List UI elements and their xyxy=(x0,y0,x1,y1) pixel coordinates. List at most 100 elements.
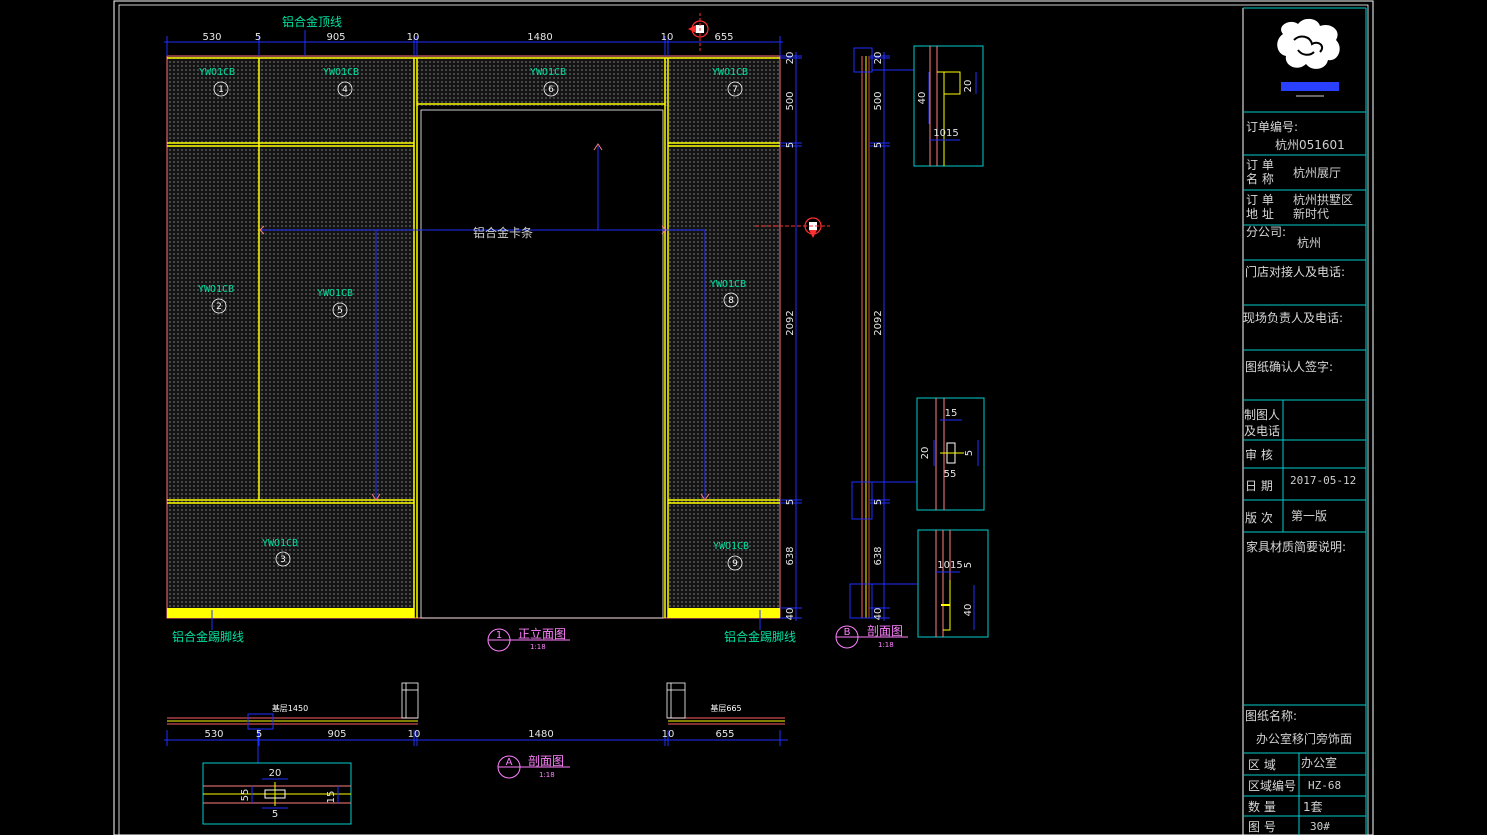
seca-dim-5: 1480 xyxy=(528,729,553,740)
quantity-label: 数 量 xyxy=(1248,800,1276,814)
drafter-label: 制图人 及电话 xyxy=(1244,408,1281,438)
panel-code-5: YWO1CB xyxy=(317,288,353,299)
section-b-scale: 1:18 xyxy=(878,641,894,649)
elev-dim-side-1: 20 xyxy=(785,52,796,65)
date-value: 2017-05-12 xyxy=(1290,474,1357,487)
company-logo xyxy=(1277,18,1340,97)
elev-dim-top-6: 10 xyxy=(661,32,674,43)
elev-dim-side-4: 2092 xyxy=(785,310,796,335)
seca-detail-dim-15: 15 xyxy=(326,791,337,804)
panel-number-6: 6 xyxy=(548,85,554,95)
secb-dim-4: 2092 xyxy=(873,310,884,335)
drawing-name-label: 图纸名称: xyxy=(1245,709,1298,723)
section-b-title: 剖面图 xyxy=(867,624,903,638)
secb-mid-dim-5: 5 xyxy=(964,450,975,456)
section-b: 20 500 5 2092 5 638 40 40 20 1015 xyxy=(835,45,989,649)
confirm-signature-label: 图纸确认人签字: xyxy=(1245,360,1334,374)
section-b-title-letter: B xyxy=(844,627,851,638)
panel-code-2: YWO1CB xyxy=(198,284,234,295)
secb-dim-2: 500 xyxy=(873,91,884,110)
drawing-name-value: 办公室移门旁饰面 xyxy=(1256,732,1353,746)
seca-dim-2: 5 xyxy=(256,729,262,740)
drawing-number-value: 30# xyxy=(1310,820,1330,833)
panel-code-9: YWO1CB xyxy=(713,541,749,552)
inner-border xyxy=(118,4,1369,835)
order-no-label: 订单编号: xyxy=(1246,120,1299,134)
elev-dim-side-5: 5 xyxy=(785,499,796,505)
elev-dim-top-4: 10 xyxy=(407,32,420,43)
clip-label: 铝合金卡条 xyxy=(473,225,533,240)
seca-dim-6: 10 xyxy=(662,729,675,740)
store-contact-label: 门店对接人及电话: xyxy=(1245,265,1346,279)
version-label: 版 次 xyxy=(1245,511,1273,525)
panel-number-7: 7 xyxy=(732,85,738,95)
section-a: 基层1450 基层665 530 5 905 10 1480 10 655 xyxy=(164,682,788,825)
branch-label: 分公司: xyxy=(1246,225,1287,239)
order-no-value: 杭州051601 xyxy=(1275,138,1345,152)
seca-dim-3: 905 xyxy=(327,729,346,740)
panel-code-3: YWO1CB xyxy=(262,538,298,549)
panel-code-6: YWO1CB xyxy=(530,67,566,78)
panel-code-8: YWO1CB xyxy=(710,279,746,290)
elev-dim-side-2: 500 xyxy=(785,91,796,110)
site-manager-label: 现场负责人及电话: xyxy=(1243,311,1344,325)
review-label: 审 核 xyxy=(1245,448,1273,462)
panel-code-7: YWO1CB xyxy=(712,67,748,78)
seca-dim-4: 10 xyxy=(408,729,421,740)
elev-dim-side-3: 5 xyxy=(785,142,796,148)
panel-code-4: YWO1CB xyxy=(323,67,359,78)
elev-dim-top-3: 905 xyxy=(326,32,345,43)
panel-number-5: 5 xyxy=(337,306,343,316)
secb-dim-7: 40 xyxy=(873,608,884,621)
secb-top-dim-20: 20 xyxy=(963,80,974,93)
secb-dim-1: 20 xyxy=(873,52,884,65)
secb-dim-3: 5 xyxy=(873,142,884,148)
secb-detail-mid: 15 20 5 55 xyxy=(916,397,985,511)
secb-mid-dim-55: 55 xyxy=(944,469,957,480)
secb-mid-dim-20: 20 xyxy=(920,447,931,460)
version-value: 第一版 xyxy=(1291,509,1328,523)
elev-dim-top-7: 655 xyxy=(714,32,733,43)
order-name-value: 杭州展厅 xyxy=(1293,166,1342,180)
date-label: 日 期 xyxy=(1245,479,1273,493)
order-address-label: 订 单 地 址 xyxy=(1246,193,1274,221)
drawing-number-label: 图 号 xyxy=(1248,820,1276,834)
secb-dim-6: 638 xyxy=(873,546,884,565)
elevation-scale: 1:18 xyxy=(530,643,546,651)
secb-bot-dim-40: 40 xyxy=(963,604,974,617)
front-elevation: YWO1CB YWO1CB YWO1CB YWO1CB YWO1CB YWO1C… xyxy=(164,13,830,652)
secb-dim-5: 5 xyxy=(873,499,884,505)
seca-detail-dim-20: 20 xyxy=(269,768,282,779)
secb-top-dim-1015: 1015 xyxy=(933,128,958,139)
seca-detail: 20 55 15 5 xyxy=(202,762,352,825)
elev-dim-top-1: 530 xyxy=(202,32,221,43)
outer-border xyxy=(113,0,1374,835)
section-a-title-letter: A xyxy=(506,757,513,768)
section-a-scale: 1:18 xyxy=(539,771,555,779)
panel-number-3: 3 xyxy=(280,555,286,565)
order-name-label: 订 单 名 称 xyxy=(1246,158,1274,186)
secb-top-dim-40: 40 xyxy=(917,92,928,105)
branch-value: 杭州 xyxy=(1297,236,1322,250)
panel-code-1: YWO1CB xyxy=(199,67,235,78)
panel-number-8: 8 xyxy=(728,296,734,306)
secb-bot-dim-1015: 1015 xyxy=(937,560,962,571)
kick-right-label: 铝合金踢脚线 xyxy=(724,629,796,644)
quantity-value: 1套 xyxy=(1303,800,1323,814)
section-marker-a xyxy=(688,13,709,52)
panel-number-1: 1 xyxy=(218,85,224,95)
panel-number-4: 4 xyxy=(342,85,348,95)
kick-left-label: 铝合金踢脚线 xyxy=(172,629,244,644)
top-trim-label: 铝合金顶线 xyxy=(282,14,342,29)
panel-number-9: 9 xyxy=(732,559,738,569)
seca-detail-dim-55: 55 xyxy=(240,789,251,802)
area-value: 办公室 xyxy=(1301,756,1338,770)
elev-dim-side-6: 638 xyxy=(785,546,796,565)
secb-mid-dim-15: 15 xyxy=(945,408,958,419)
section-a-title: 剖面图 xyxy=(528,754,564,768)
secb-bot-dim-5: 5 xyxy=(963,562,974,568)
seca-dim-7: 655 xyxy=(715,729,734,740)
area-number-value: HZ-68 xyxy=(1308,779,1342,792)
base-right-label: 基层665 xyxy=(710,703,741,713)
